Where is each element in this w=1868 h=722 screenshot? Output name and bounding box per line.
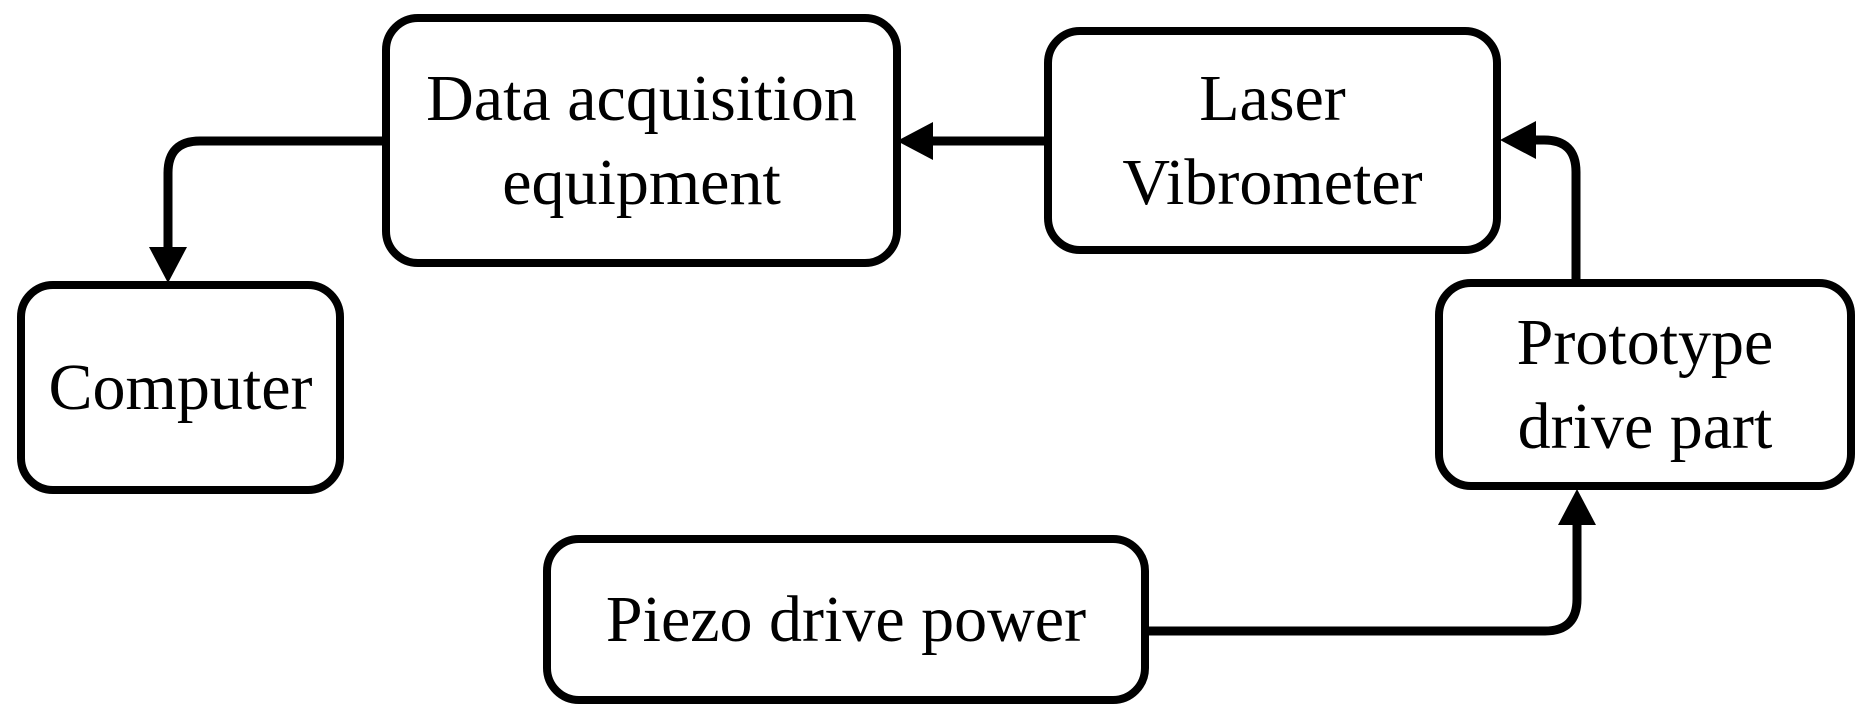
arrow-daq-to-computer	[149, 136, 382, 283]
node-computer: Computer	[17, 281, 344, 494]
arrow-piezo-to-prototype-head	[1558, 489, 1596, 525]
node-piezo-drive-power-label: Piezo drive power	[605, 582, 1087, 656]
arrow-prototype-to-laser-head	[1500, 121, 1536, 159]
arrow-piezo-to-prototype	[1148, 489, 1596, 636]
node-piezo-drive-power: Piezo drive power	[543, 535, 1149, 704]
node-data-acquisition-equipment-label: Data acquisition equipment	[426, 61, 857, 219]
arrow-laser-to-daq-head	[897, 122, 933, 160]
node-laser-vibrometer-label: Laser Vibrometer	[1122, 61, 1423, 219]
arrow-daq-to-computer-head	[149, 247, 187, 283]
arrow-laser-to-daq	[897, 122, 1044, 160]
arrow-prototype-to-laser	[1500, 121, 1581, 279]
arrow-daq-to-computer-line	[163, 136, 382, 251]
node-prototype-drive-part-label: Prototype drive part	[1516, 305, 1774, 463]
arrow-prototype-to-laser-line	[1531, 135, 1581, 279]
node-computer-label: Computer	[48, 350, 313, 424]
arrow-piezo-to-prototype-line	[1148, 521, 1582, 636]
node-prototype-drive-part: Prototype drive part	[1435, 279, 1855, 490]
node-data-acquisition-equipment: Data acquisition equipment	[382, 14, 901, 267]
node-laser-vibrometer: Laser Vibrometer	[1044, 27, 1501, 254]
